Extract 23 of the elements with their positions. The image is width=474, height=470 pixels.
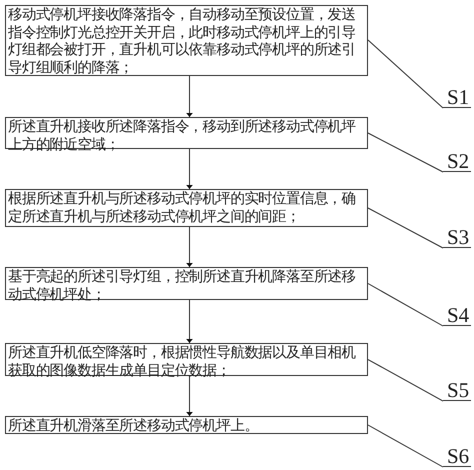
leader-line bbox=[368, 40, 444, 108]
step-label: S5 bbox=[443, 380, 471, 401]
step-label: S4 bbox=[443, 305, 471, 326]
arrow bbox=[186, 376, 193, 416]
arrow bbox=[186, 226, 193, 268]
leader-line bbox=[368, 208, 444, 248]
step-label: S3 bbox=[443, 227, 471, 248]
step-box: 移动式停机坪接收降落指令，自动移动至预设位置，发送指令控制灯光总控开关开启，此时移动式停机坪上的引导灯组都会被打开，直升机可以依靠移动式停机坪的所述引导灯组顺利的降落； bbox=[5, 5, 368, 76]
step-label: S1 bbox=[443, 87, 471, 108]
arrow bbox=[186, 76, 193, 118]
leader-line bbox=[368, 424, 444, 468]
leader-line bbox=[368, 283, 444, 326]
step-box: 基于亮起的所述引导灯组，控制所述直升机降落至所述移动式停机坪处； bbox=[5, 267, 368, 300]
step-box: 所述直升机接收所述降落指令，移动到所述移动式停机坪上方的附近空域； bbox=[5, 117, 368, 149]
step-label: S2 bbox=[443, 151, 471, 172]
leader-line bbox=[368, 359, 444, 402]
step-label: S6 bbox=[443, 446, 471, 467]
step-box: 所述直升机滑落至所述移动式停机坪上。 bbox=[5, 416, 368, 434]
leader-line bbox=[368, 132, 444, 172]
step-box: 所述直升机低空降落时，根据惯性导航数据以及单目相机获取的图像数据生成单目定位数据； bbox=[5, 343, 368, 376]
step-box: 根据所述直升机与所述移动式停机坪的实时位置信息，确定所述直升机与所述移动式停机坪之间的间距； bbox=[5, 189, 368, 227]
arrow bbox=[186, 300, 193, 344]
arrow bbox=[186, 148, 193, 190]
